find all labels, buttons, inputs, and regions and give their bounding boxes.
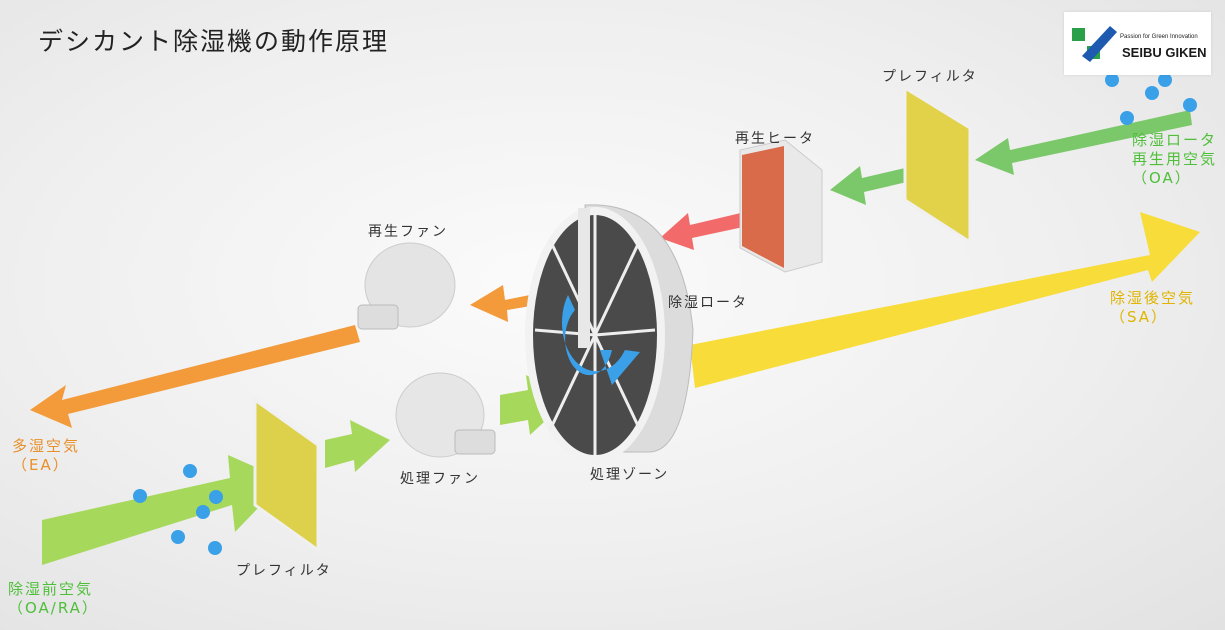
supply-air-line2: （SA）	[1110, 308, 1169, 326]
label-inlet-air: 除湿前空気 （OA/RA）	[8, 580, 99, 618]
filter-to-fan-arrow	[325, 420, 390, 472]
seibu-giken-logo: Passion for Green Innovation SEIBU GIKEN	[1064, 12, 1211, 75]
rotation-arrow	[561, 295, 640, 385]
regen-filter-to-heater-arrow	[830, 166, 907, 205]
logo-mark-icon	[1072, 26, 1117, 62]
label-supply-air: 除湿後空気 （SA）	[1110, 289, 1195, 327]
regen-air-line1: 除湿ロータ	[1132, 131, 1218, 149]
process-fan	[395, 372, 496, 458]
inlet-air-line1: 除湿前空気	[8, 580, 94, 598]
moisture-particles	[133, 73, 1197, 555]
inlet-air-arrow	[42, 455, 285, 565]
regen-inlet-arrow	[975, 110, 1192, 175]
label-regen-air: 除湿ロータ 再生用空気 （OA）	[1132, 131, 1217, 188]
regen-air-line2: 再生用空気	[1132, 150, 1218, 168]
regen-fan-outlet-arrow	[470, 285, 548, 322]
heater-to-rotor-arrow	[660, 212, 748, 250]
page-title: デシカント除湿機の動作原理	[38, 27, 390, 56]
inlet-air-line2: （OA/RA）	[8, 599, 99, 617]
logo-tagline: Passion for Green Innovation	[1120, 34, 1198, 40]
prefilter-bottom	[253, 397, 320, 553]
supply-air-line1: 除湿後空気	[1110, 289, 1196, 307]
label-prefilter-top: プレフィルタ	[882, 69, 978, 85]
regen-heater-coil	[742, 146, 784, 268]
label-process-zone: 処理ゾーン	[590, 467, 670, 483]
regen-air-line3: （OA）	[1132, 169, 1192, 187]
label-rotor: 除湿ロータ	[668, 295, 748, 311]
label-regen-fan: 再生ファン	[368, 224, 448, 240]
exhaust-air-line2: （EA）	[12, 456, 70, 474]
exhaust-air-line1: 多湿空気	[12, 437, 81, 455]
label-regen-heater: 再生ヒータ	[735, 131, 815, 147]
logo-name: SEIBU GIKEN	[1122, 45, 1207, 60]
label-process-fan: 処理ファン	[400, 471, 480, 487]
prefilter-top	[903, 85, 972, 245]
exhaust-air-arrow	[30, 325, 360, 428]
regen-fan	[357, 242, 456, 330]
desiccant-rotor	[525, 204, 694, 463]
supply-air-arrow	[690, 212, 1200, 388]
label-prefilter-bottom: プレフィルタ	[236, 563, 332, 579]
label-exhaust-air: 多湿空気 （EA）	[12, 437, 80, 475]
